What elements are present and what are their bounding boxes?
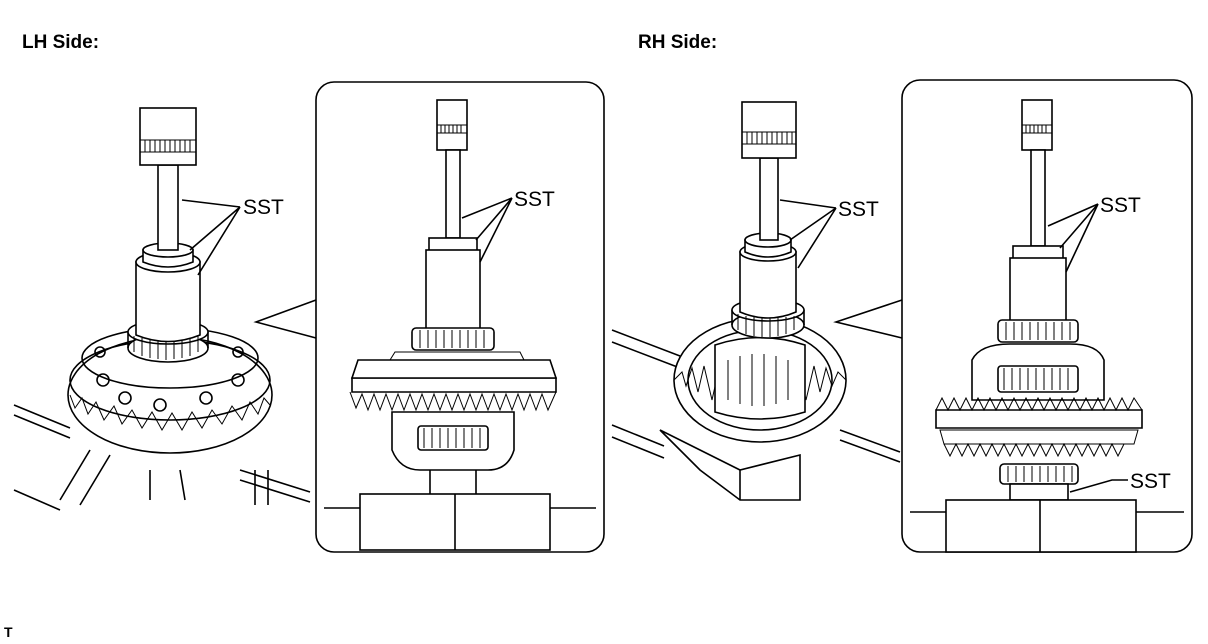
rh-sst-tool — [739, 101, 797, 319]
lh-main-sst-label: SST — [243, 196, 284, 219]
rh-side-title: RH Side: — [638, 32, 718, 53]
lh-bench — [13, 404, 311, 511]
rh-main-view: SST — [611, 101, 901, 501]
rh-zoom-panel: SST SST — [901, 79, 1193, 553]
lh-zoom-sst-label: SST — [514, 188, 555, 211]
rh-zoom-leader-top — [1047, 203, 1099, 273]
lh-zoom-leader — [461, 197, 513, 263]
rh-ring-gear — [673, 317, 847, 443]
rh-bench — [611, 329, 901, 501]
lh-callout-pointer — [253, 299, 317, 339]
lh-zoom-panel: SST — [315, 81, 605, 553]
lh-side-title: LH Side: — [22, 32, 100, 53]
rh-callout-pointer — [833, 299, 903, 339]
corner-mark: T — [4, 624, 13, 640]
rh-zoom-sst-label-bottom: SST — [1130, 470, 1171, 493]
lh-main-leader — [181, 199, 241, 276]
rh-zoom-sst-label-top: SST — [1100, 194, 1141, 217]
lh-sst-tool — [135, 107, 201, 343]
rh-main-leader — [779, 199, 837, 269]
lh-main-view: SST — [13, 107, 311, 511]
rh-main-sst-label: SST — [838, 198, 879, 221]
rh-zoom-leader-bottom — [1069, 479, 1128, 493]
